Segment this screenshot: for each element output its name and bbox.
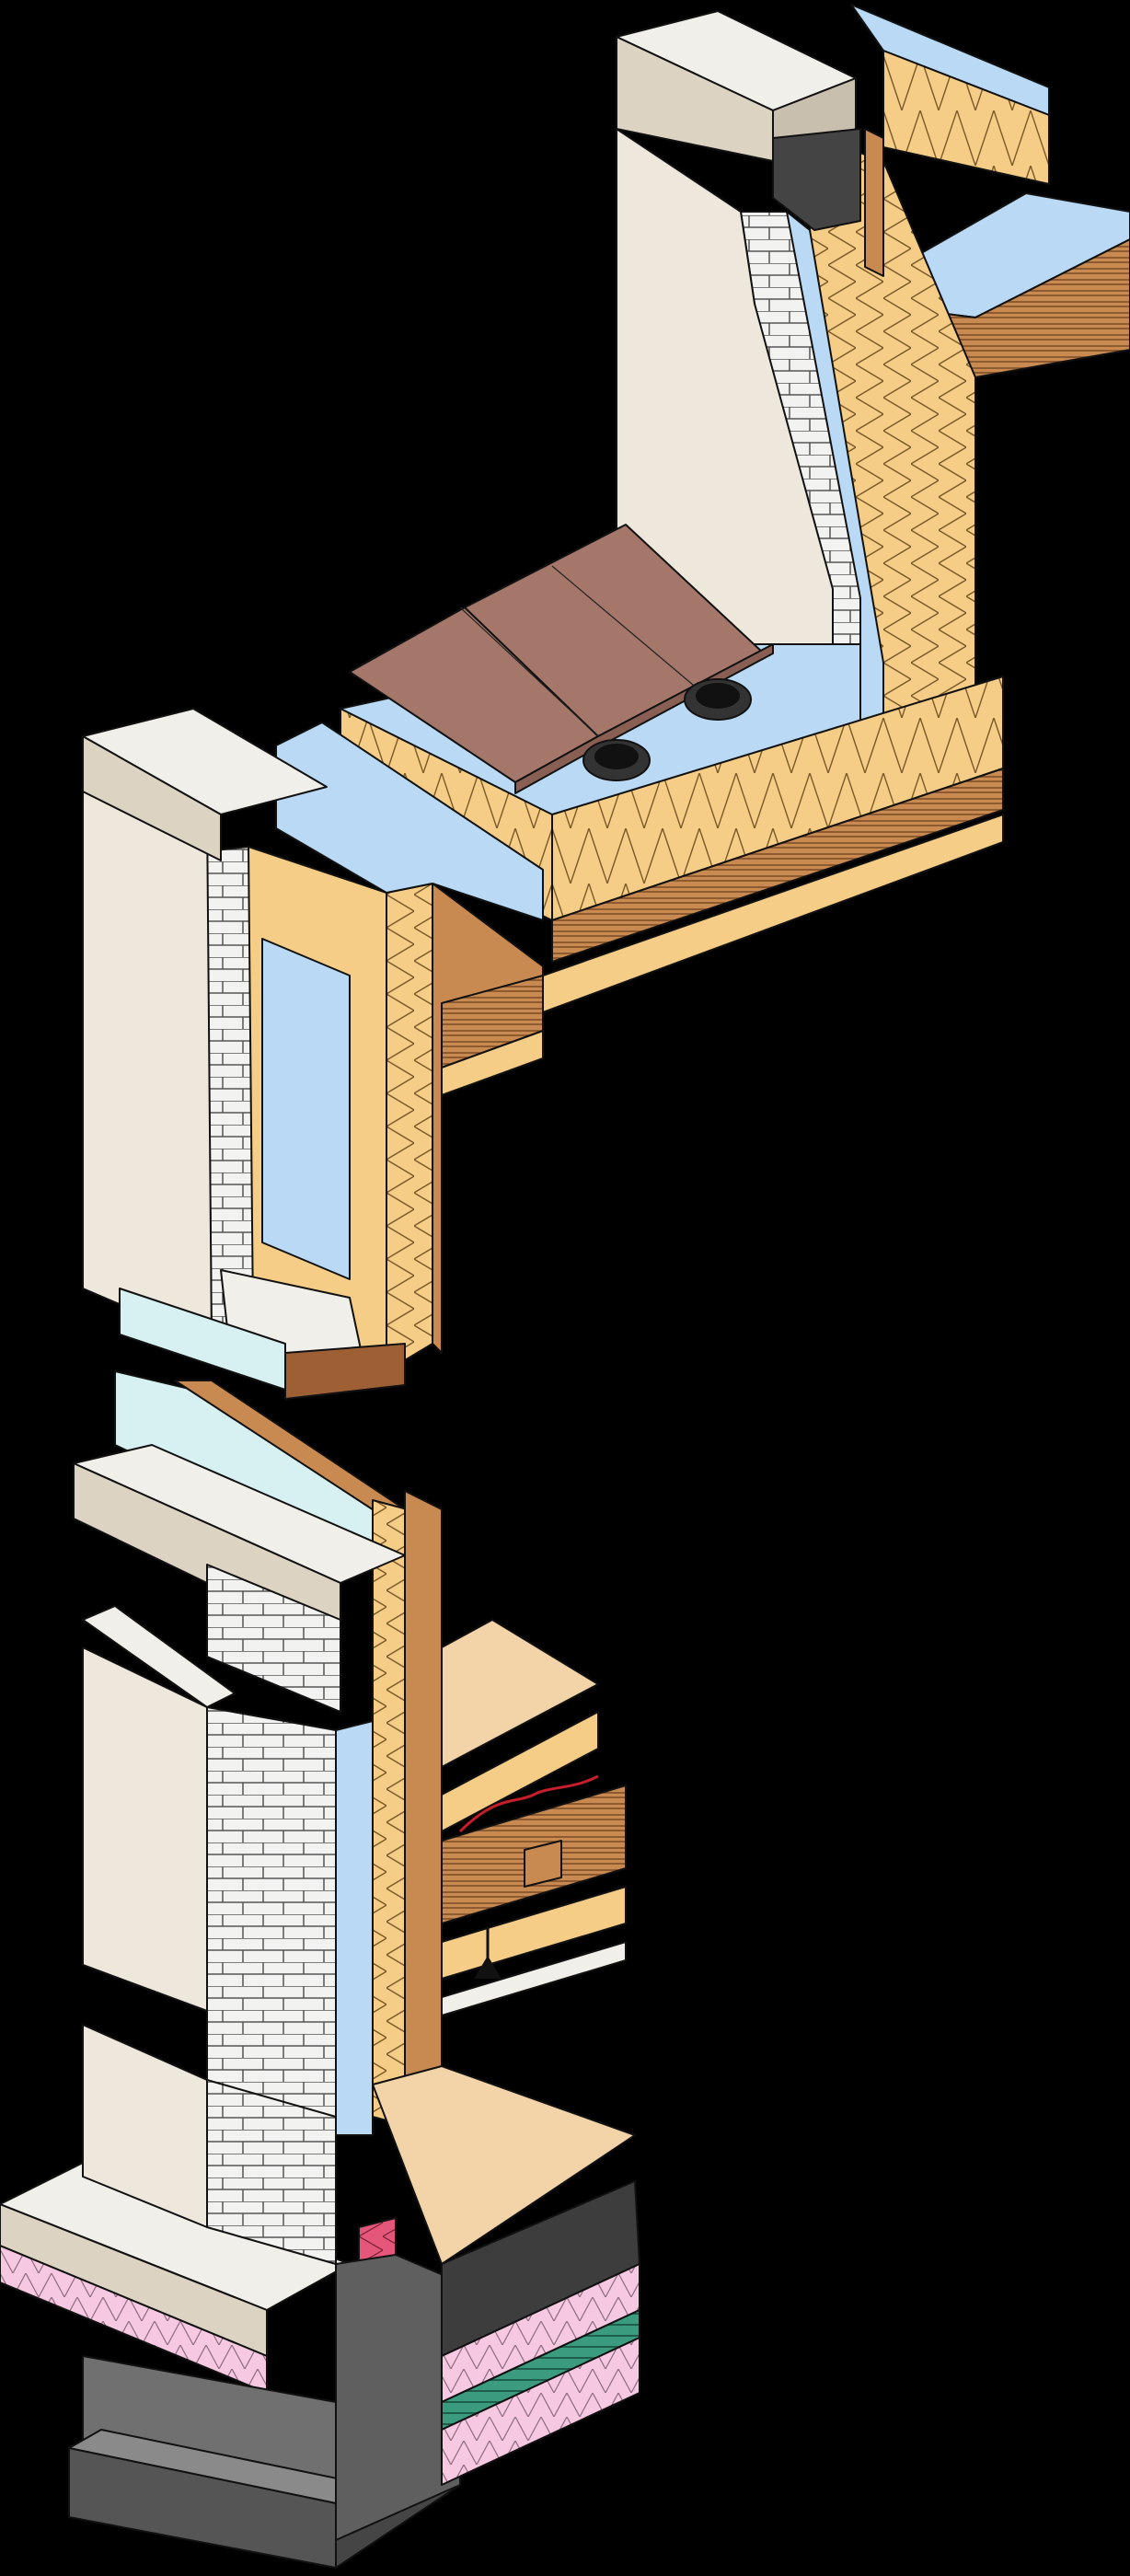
upper-floor-plywood — [441, 1619, 599, 1768]
ceiling-board-white — [441, 1941, 627, 2016]
upper-coping-front — [82, 735, 222, 861]
middle-wall-assembly — [73, 1444, 636, 2265]
roof-insulation — [882, 50, 1050, 185]
upper-window-assembly — [82, 708, 544, 1400]
upper-roof-assembly — [340, 4, 1130, 1013]
upper-board-blue — [275, 722, 544, 921]
window-lower-blue — [119, 1288, 286, 1391]
ground-floor-plywood — [372, 2065, 636, 2265]
ceiling-hanger — [474, 1928, 502, 1979]
roof-drain-1 — [582, 739, 651, 781]
roof-drain-2 — [684, 678, 752, 721]
window-sill-timber — [284, 1343, 406, 1400]
ceiling-board — [441, 1030, 544, 1096]
paver-joint — [459, 565, 700, 737]
upper-brick-jamb — [206, 846, 254, 1345]
parapet-timber — [864, 128, 884, 277]
mid-stone-face — [82, 1646, 208, 2012]
window-glass — [261, 938, 351, 1280]
mid-board-blue — [335, 1720, 374, 2136]
deck-timber-side — [551, 768, 1004, 963]
lintel-brick — [206, 1564, 341, 1713]
mid-wall-timber — [404, 1490, 443, 2118]
slab-xps-lower — [441, 2337, 640, 2486]
upper-floor-deck — [441, 1711, 599, 1832]
mid-brick-wall — [206, 1706, 337, 2136]
joist-block — [524, 1840, 562, 1888]
mid-stone-top — [82, 1605, 236, 1708]
parapet-gutter — [772, 128, 861, 231]
plinth-foundation-assembly — [0, 2024, 640, 2569]
upper-wall-insulation — [386, 883, 433, 1372]
upper-wall-timber — [432, 883, 544, 1354]
